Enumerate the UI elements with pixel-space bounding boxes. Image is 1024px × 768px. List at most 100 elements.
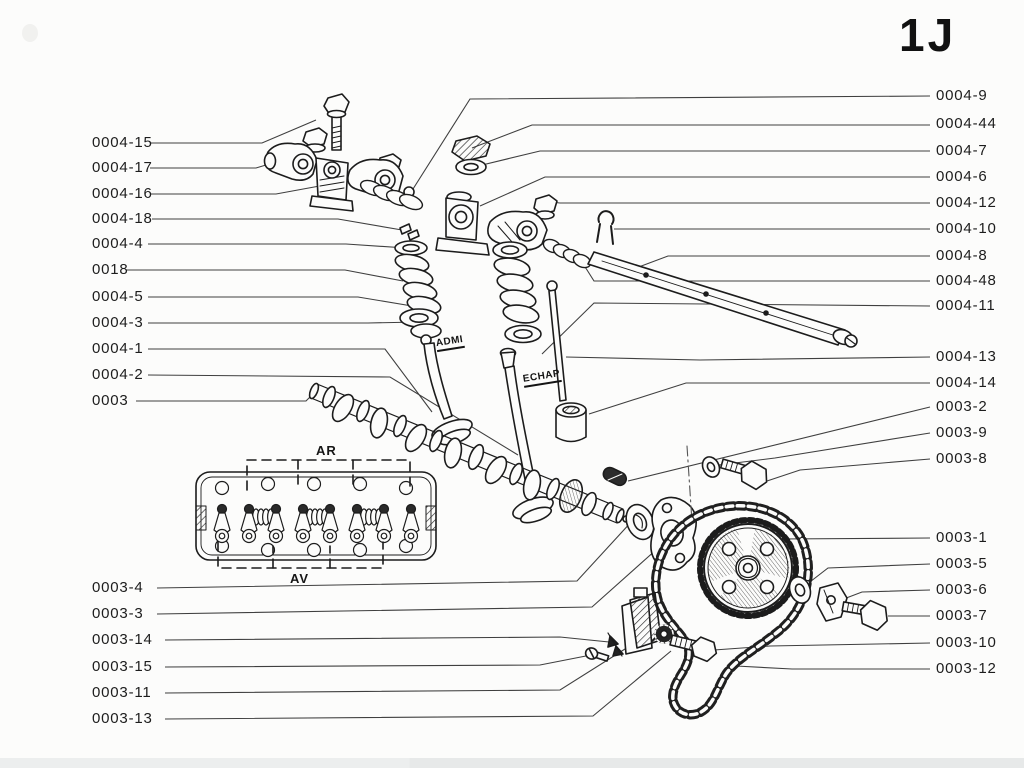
scan-artifact-bar (0, 758, 1024, 768)
callout-0003-4: 0003-4 (92, 579, 144, 596)
leader-lines (126, 95, 931, 720)
callout-0003-3: 0003-3 (92, 605, 144, 622)
callout-0004-17: 0004-17 (92, 159, 153, 176)
leader-0004-3 (148, 321, 421, 324)
leader-0004-15 (150, 119, 317, 144)
leader-0003-5 (805, 563, 931, 586)
axis-line (686, 445, 693, 523)
leader-0004-1 (148, 348, 433, 413)
callout-0003-10: 0003-10 (936, 634, 997, 651)
callout-0004-48: 0004-48 (936, 272, 997, 289)
leader-0003-4 (156, 519, 634, 589)
keeper-bolt-drawing (841, 599, 888, 632)
callout-0003-5: 0003-5 (936, 555, 988, 572)
leader-0003-2 (627, 406, 931, 482)
leader-0004-18 (152, 218, 403, 231)
leader-0003-12 (735, 665, 930, 670)
rocker-pedestal-2-drawing (435, 191, 490, 256)
cam-sprocket-drawing (697, 517, 799, 619)
callout-0004-13: 0004-13 (936, 348, 997, 365)
leader-0003-10 (713, 642, 931, 651)
callout-0003: 0003 (92, 392, 129, 409)
callout-0004-18: 0004-18 (92, 210, 153, 227)
callout-0004-4: 0004-4 (92, 235, 144, 252)
leader-0004-14 (588, 382, 930, 415)
keeper-plate-drawing (816, 582, 848, 622)
leader-0003-8 (763, 458, 931, 483)
upper-washer-drawing (701, 456, 721, 478)
bracket-lines (217, 459, 411, 569)
leader-0004-9 (412, 95, 931, 190)
callout-0004-5: 0004-5 (92, 288, 144, 305)
leader-0003 (136, 391, 316, 402)
leader-0004-48 (581, 261, 930, 282)
callout-0004-3: 0004-3 (92, 314, 144, 331)
rocker-spring-1-drawing (359, 179, 424, 211)
leader-0003-6 (840, 589, 931, 601)
callout-0003-13: 0003-13 (92, 710, 153, 727)
leader-0003-14 (164, 636, 610, 643)
rocker-pedestal-1-drawing (309, 157, 354, 212)
shaft-spring-drawing (542, 238, 592, 269)
small-screw-drawing (584, 647, 610, 662)
leader-0004-6 (479, 176, 930, 207)
callout-0003-8: 0003-8 (936, 450, 988, 467)
callout-0003-6: 0003-6 (936, 581, 988, 598)
callout-0003-11: 0003-11 (92, 684, 152, 701)
callout-0004-15: 0004-15 (92, 134, 153, 151)
exhaust-valve-stack-drawing (492, 241, 542, 344)
bracket-label-av: AV (290, 571, 310, 586)
callout-0003-9: 0003-9 (936, 424, 988, 441)
callout-0003-14: 0003-14 (92, 631, 153, 648)
callout-0004-16: 0004-16 (92, 185, 153, 202)
callout-0004-6: 0004-6 (936, 168, 988, 185)
leader-0004-7 (477, 150, 930, 167)
rocker-shaft-bolt-drawing (323, 93, 350, 151)
callout-0004-1: 0004-1 (92, 340, 144, 357)
callout-0004-10: 0004-10 (936, 220, 997, 237)
callout-0003-1: 0003-1 (936, 529, 988, 546)
tensioner-bolt-drawing (669, 634, 718, 663)
callout-0004-11: 0004-11 (936, 297, 996, 314)
rocker-arm-3-drawing (487, 194, 558, 251)
bracket-label-ar: AR (316, 443, 337, 458)
cam-spacer-drawing (625, 503, 655, 541)
upper-bolt-drawing (719, 458, 768, 491)
leader-0004-8 (635, 255, 930, 269)
shaft-nut-washer-drawing (451, 135, 491, 176)
leader-0004-12 (549, 201, 930, 204)
callout-0003-2: 0003-2 (936, 398, 988, 415)
leader-0004-4 (148, 243, 407, 249)
leader-0004-44 (471, 124, 930, 149)
cylinder-head-rockers-drawing (213, 503, 420, 544)
drive-slug-drawing (602, 466, 628, 487)
leader-0018 (126, 269, 404, 282)
callout-0004-12: 0004-12 (936, 194, 997, 211)
leader-0003-3 (156, 548, 658, 615)
callout-0004-2: 0004-2 (92, 366, 144, 383)
callout-0004-44: 0004-44 (936, 115, 997, 132)
callout-0004-8: 0004-8 (936, 247, 988, 264)
callout-0004-9: 0004-9 (936, 87, 988, 104)
intake-valve-drawing (420, 334, 473, 446)
exhaust-valve-drawing (499, 347, 554, 524)
intake-valve-stack-drawing (394, 223, 442, 339)
leader-0004-13 (565, 356, 931, 361)
cotter-clip-drawing (596, 210, 615, 245)
chain-tensioner-drawing (621, 587, 674, 655)
callout-0003-12: 0003-12 (936, 660, 997, 677)
camshaft-drawing (308, 382, 630, 524)
leader-0004-5 (148, 296, 413, 307)
callout-0004-7: 0004-7 (936, 142, 988, 159)
small-clip-drawing (607, 632, 624, 657)
callout-0004-14: 0004-14 (936, 374, 997, 391)
callout-0018: 0018 (92, 261, 129, 278)
leader-0003-15 (164, 654, 592, 668)
crank-washer-drawing (788, 576, 812, 604)
leader-0003-11 (164, 636, 645, 694)
rocker-arm-1-drawing (263, 127, 328, 181)
tappet-drawing (555, 402, 587, 443)
rocker-shaft-drawing (587, 251, 858, 348)
